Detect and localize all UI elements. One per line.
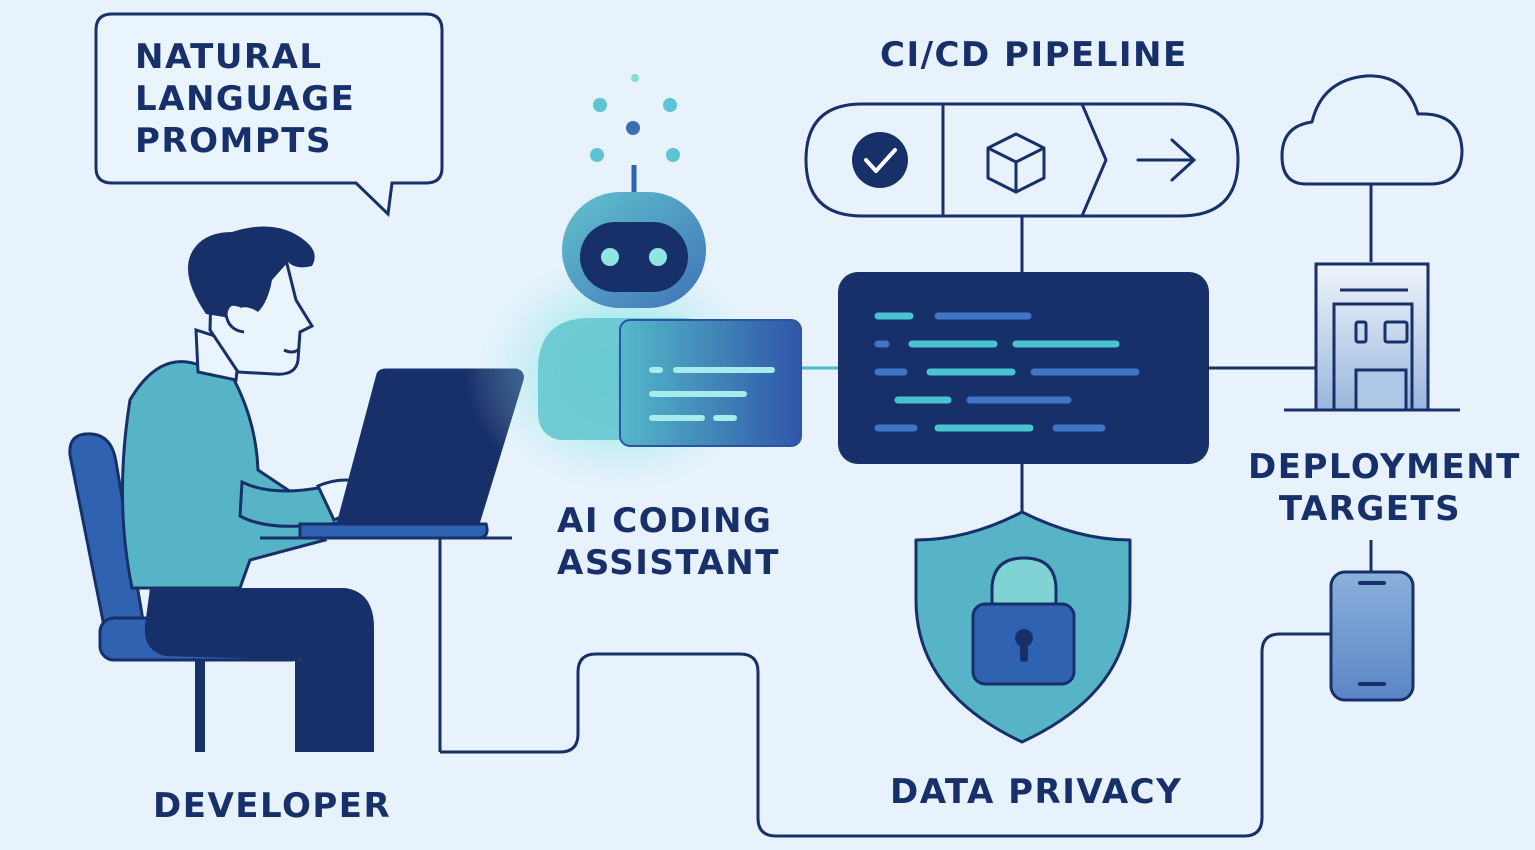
speech-bubble <box>94 12 444 218</box>
package-cube-icon <box>986 132 1046 194</box>
padlock-icon <box>971 556 1076 686</box>
pipeline-label: CI/CD PIPELINE <box>880 35 1188 75</box>
building-icon <box>1284 262 1460 412</box>
developer-label: DEVELOPER <box>153 786 392 826</box>
deployment-label: DEPLOYMENT TARGETS <box>1248 447 1521 529</box>
sparkle-dots <box>631 74 639 82</box>
assistant-label: AI CODING ASSISTANT <box>557 501 780 583</box>
prompts-label: NATURAL LANGUAGE PROMPTS <box>135 37 356 161</box>
person-at-laptop-icon <box>68 226 524 752</box>
arrow-right-icon <box>1136 138 1197 182</box>
smartphone-icon <box>1329 570 1415 702</box>
privacy-label: DATA PRIVACY <box>890 772 1183 812</box>
pipeline-stages <box>804 102 1240 218</box>
connector-lines <box>438 184 1373 838</box>
code-editor-panel <box>838 272 1209 464</box>
check-icon <box>852 132 908 188</box>
shield-icon <box>914 510 1132 744</box>
robot-icon <box>465 74 802 502</box>
cloud-icon <box>1280 74 1464 186</box>
